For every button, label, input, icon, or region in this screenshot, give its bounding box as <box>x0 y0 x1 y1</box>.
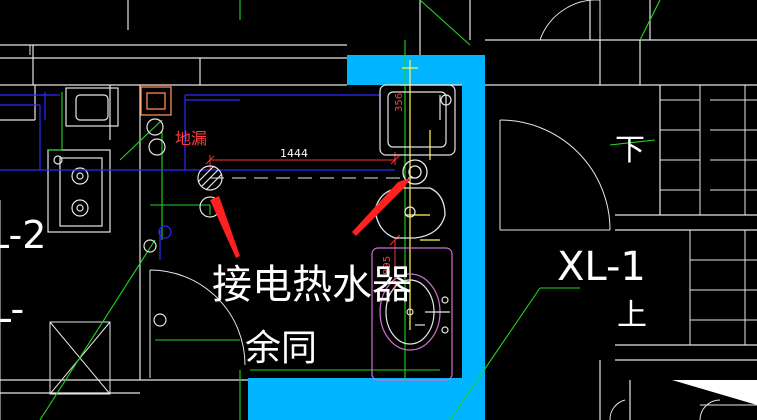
toilet-icon <box>379 84 456 156</box>
floor-drain-label: 地漏 <box>175 129 207 148</box>
annotation-arrow-icon <box>210 178 410 258</box>
meter-box-icon <box>140 86 172 116</box>
electric-water-heater-label: 接电热水器 <box>212 262 412 308</box>
riser-label-l2: L-2 <box>0 213 46 257</box>
stair-up-label: 上 <box>617 298 647 333</box>
stair-landing-hatch <box>672 380 757 406</box>
dimension-label-356: 356 <box>394 93 405 112</box>
stove-icon <box>47 149 111 233</box>
green-pipes <box>39 0 661 420</box>
dimension-label-1444: 1444 <box>280 147 308 160</box>
blue-pipes <box>0 92 395 260</box>
riser-label-l: L- <box>0 287 24 331</box>
washbasin-icon <box>371 247 453 381</box>
same-below-label: 余同 <box>245 328 317 369</box>
red-dimension-895 <box>389 234 401 300</box>
stair-down-label: 下 <box>615 133 645 168</box>
dimension-label-895: 895 <box>382 256 393 275</box>
stair-treads <box>660 84 757 345</box>
door-swing-icon <box>29 0 721 420</box>
sink-icon <box>65 87 119 127</box>
red-dimension <box>205 152 400 170</box>
bathroom-wall <box>248 55 485 420</box>
riser-label-xl1: XL-1 <box>557 244 646 290</box>
